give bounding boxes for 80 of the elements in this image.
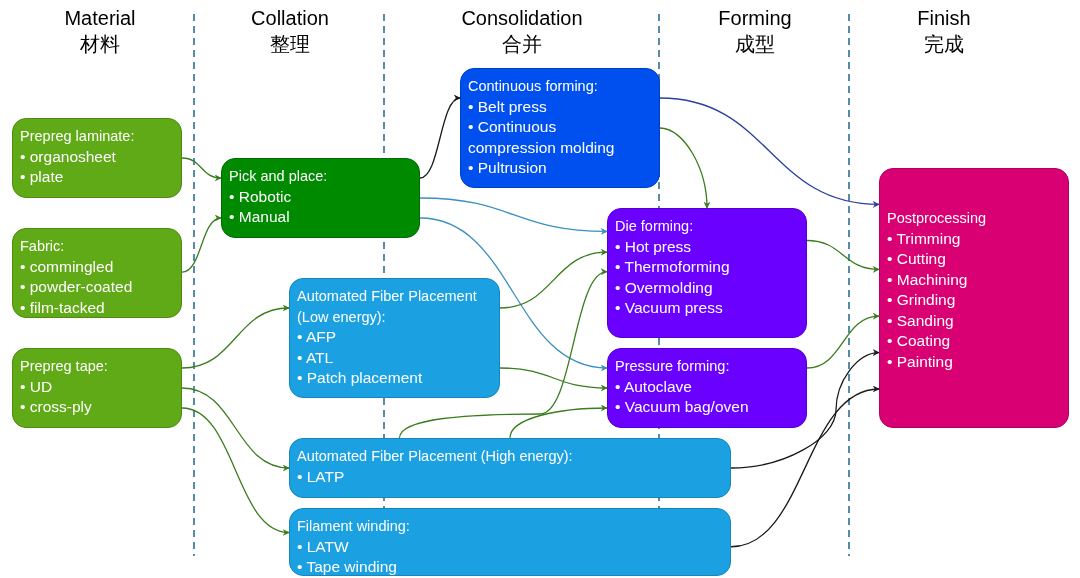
list-item: • Grinding <box>887 290 957 310</box>
box-heading: Continuous forming: <box>468 77 599 96</box>
column-heading: 完成 <box>924 32 964 56</box>
list-item: • plate <box>20 167 65 187</box>
column-heading: 成型 <box>735 32 775 56</box>
arrow <box>659 127 711 209</box>
list-item: • Autoclave <box>615 376 693 397</box>
list-item: • Robotic <box>229 186 293 207</box>
process-box <box>460 68 660 188</box>
process-box <box>879 168 1069 428</box>
box-heading: Prepreg laminate: <box>20 127 136 146</box>
list-item: • Overmolding <box>615 277 714 298</box>
arrow <box>806 239 880 273</box>
column-heading: Forming <box>718 6 792 30</box>
box-heading: Prepreg tape: <box>20 357 109 376</box>
list-item: • Pultrusion <box>468 158 548 178</box>
list-item: • Patch placement <box>297 368 424 388</box>
process-box <box>289 438 731 498</box>
box-heading: Automated Fiber Placement (Low energy): <box>297 287 478 327</box>
column-heading: Material <box>64 6 136 30</box>
box-heading: Die forming: <box>615 217 695 236</box>
arrow <box>419 96 461 179</box>
arrow <box>659 97 880 208</box>
box-heading: Filament winding: <box>297 517 411 536</box>
list-item: • Coating <box>887 331 952 351</box>
process-box <box>221 158 420 238</box>
list-item: • cross-ply <box>20 397 93 417</box>
list-item: • film-tacked <box>20 297 106 318</box>
list-item: • AFP <box>297 327 338 347</box>
list-item: • LATP <box>297 466 346 487</box>
list-item: • Manual <box>229 207 291 227</box>
process-box <box>289 508 731 576</box>
list-item: • Continuous compression molding <box>468 117 616 158</box>
list-item: • Machining <box>887 269 969 290</box>
arrow <box>419 217 608 371</box>
list-item: • Vacuum press <box>615 298 724 318</box>
list-item: • UD <box>20 376 54 397</box>
process-box <box>289 278 500 398</box>
box-heading: Postprocessing <box>887 209 988 228</box>
process-box <box>607 208 807 338</box>
box-heading: Pick and place: <box>229 167 329 186</box>
list-item: • Sanding <box>887 310 955 331</box>
box-heading: Pressure forming: <box>615 357 731 376</box>
list-item: • Painting <box>887 351 954 372</box>
arrow <box>181 157 222 181</box>
process-box <box>12 228 182 318</box>
column-heading: Collation <box>251 6 329 30</box>
list-item: • powder-coated <box>20 277 134 297</box>
list-item: • Trimming <box>887 228 962 249</box>
process-box <box>607 348 807 428</box>
arrow <box>181 216 222 273</box>
list-item: • Vacuum bag/oven <box>615 397 750 417</box>
arrow <box>509 404 608 439</box>
column-heading: Consolidation <box>461 6 583 30</box>
arrow <box>499 249 608 309</box>
list-item: • ATL <box>297 347 335 368</box>
column-heading: 整理 <box>270 32 310 56</box>
list-item: • LATW <box>297 536 350 557</box>
process-box <box>12 348 182 428</box>
list-item: • Hot press <box>615 236 693 257</box>
arrow <box>730 386 880 548</box>
box-heading: Fabric: <box>20 237 66 256</box>
column-heading: 材料 <box>80 32 120 56</box>
arrow <box>181 387 290 471</box>
arrow <box>499 367 608 392</box>
list-item: • Cutting <box>887 249 947 269</box>
arrow <box>181 407 290 535</box>
arrow <box>419 197 608 235</box>
list-item: • Thermoforming <box>615 257 731 277</box>
list-item: • Belt press <box>468 96 548 117</box>
arrow <box>398 270 608 439</box>
list-item: • organosheet <box>20 146 117 167</box>
list-item: • Tape winding <box>297 557 398 577</box>
process-box <box>12 118 182 198</box>
column-heading: Finish <box>917 6 971 30</box>
arrow <box>730 349 880 469</box>
box-heading: Automated Fiber Placement (High energy): <box>297 447 574 466</box>
list-item: • commingled <box>20 256 115 277</box>
arrow <box>806 313 880 369</box>
arrow <box>181 305 290 369</box>
